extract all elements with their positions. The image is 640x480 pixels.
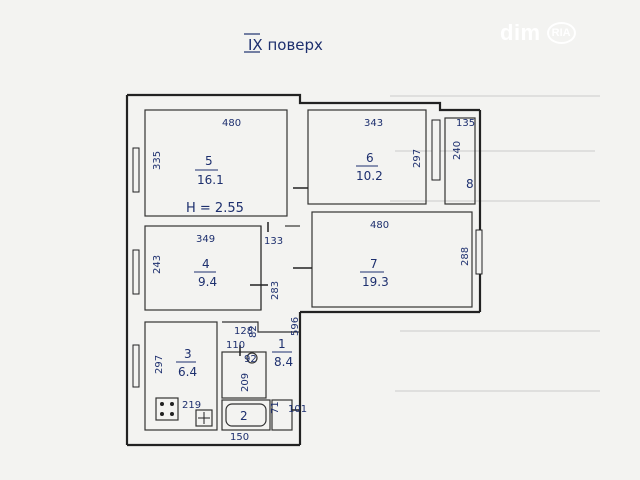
dim-room6-top: 343 <box>364 118 383 129</box>
dim-kitchen-side: 297 <box>154 355 165 374</box>
doors <box>239 187 312 411</box>
watermark-brand: dim <box>500 20 541 45</box>
dim-kitchen-bottom: 219 <box>182 400 201 411</box>
dim-hall-w2: 110 <box>226 340 245 351</box>
room-4: 4 9.4 <box>194 257 217 289</box>
dim-room4-side: 243 <box>152 255 163 274</box>
dim-room4-top: 349 <box>196 234 215 245</box>
dim-room5-top: 480 <box>222 118 241 129</box>
dim-hall-side: 596 <box>290 317 301 336</box>
room-number: 8 <box>466 177 474 191</box>
room-2: 2 <box>240 409 248 423</box>
dim-wc-a: 71 <box>270 401 281 414</box>
watermark-sub: RIA <box>546 22 576 44</box>
dim-wc-b: 101 <box>288 404 307 415</box>
dim-hall-w1: 128 <box>234 326 253 337</box>
room-area: 8.4 <box>274 355 293 369</box>
room-number: 2 <box>240 409 248 423</box>
windows <box>132 119 483 388</box>
dim-corridor-vert: 283 <box>270 281 281 300</box>
room-area: 9.4 <box>198 275 217 289</box>
dim-corridor-top: 133 <box>264 236 283 247</box>
dim-bath-bottom: 150 <box>230 432 249 443</box>
room-number: 7 <box>370 257 378 271</box>
interior-walls <box>144 109 476 431</box>
room-7: 7 19.3 <box>360 257 389 289</box>
toilet-icon <box>246 352 258 364</box>
dim-room7-side: 288 <box>460 247 471 266</box>
kitchen-stove-icon <box>155 397 179 421</box>
room-number: 5 <box>205 154 213 168</box>
room-area: 10.2 <box>356 169 383 183</box>
dim-room6-side: 297 <box>412 149 423 168</box>
room-area: 6.4 <box>178 365 197 379</box>
dim-room8-top: 135 <box>456 118 475 129</box>
room-8: 8 <box>466 177 474 191</box>
dim-hall-w3: 82 <box>248 325 259 338</box>
dim-room8-side: 240 <box>452 141 463 160</box>
room-number: 6 <box>366 151 374 165</box>
watermark-logo: dim RIA <box>500 18 576 48</box>
background-bleed-text <box>390 95 600 392</box>
room-6: 6 10.2 <box>356 151 383 183</box>
floor-title: IX поверх <box>248 36 323 54</box>
dim-hall-d1: 92 <box>244 354 257 365</box>
dim-room5-side: 335 <box>152 151 163 170</box>
room-1: 1 8.4 <box>272 337 293 369</box>
bathtub-icon <box>225 403 267 427</box>
room-number: 4 <box>202 257 210 271</box>
ceiling-height-note: H = 2.55 <box>186 201 244 216</box>
room-3: 3 6.4 <box>176 347 197 379</box>
dim-room7-top: 480 <box>370 220 389 231</box>
room-area: 19.3 <box>362 275 389 289</box>
dim-hall-d2: 209 <box>240 373 251 392</box>
room-number: 3 <box>184 347 192 361</box>
outer-walls <box>125 93 482 447</box>
dimension-labels: 480 335 343 297 135 240 480 288 349 243 … <box>152 118 475 443</box>
sink-icon <box>195 409 213 427</box>
room-number: 1 <box>278 337 286 351</box>
room-area: 16.1 <box>197 173 224 187</box>
room-5: 5 16.1 <box>195 154 224 187</box>
